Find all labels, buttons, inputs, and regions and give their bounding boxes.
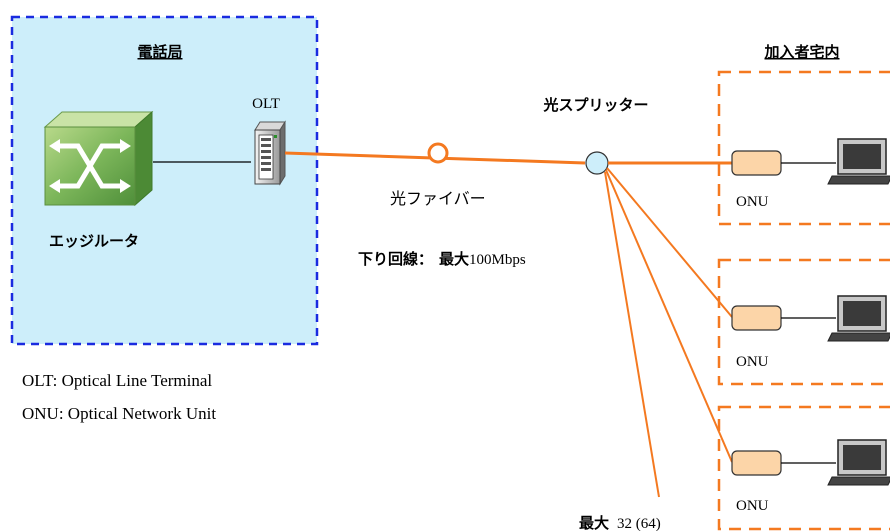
subscriber-home-3: ONU: [717, 405, 890, 531]
downlink-text: 下り回線： 最大100Mbps: [358, 250, 526, 268]
onu-label: ONU: [736, 354, 769, 370]
split-value: 32 (64): [617, 516, 661, 531]
subscriber-home-1: ONU: [717, 70, 890, 226]
onu-icon: [731, 150, 782, 176]
laptop-icon: [827, 439, 890, 486]
laptop-icon: [827, 138, 890, 185]
legend-onu: ONU: Optical Network Unit: [22, 404, 216, 423]
splitter-label: 光スプリッター: [542, 96, 648, 114]
router-label: エッジルータ: [49, 232, 139, 250]
onu-icon: [731, 450, 782, 476]
onu-label: ONU: [736, 498, 769, 514]
olt-icon: [254, 120, 286, 186]
office-title: 電話局: [137, 43, 182, 61]
downlink-prefix: 下り回線：: [358, 250, 433, 268]
olt-label: OLT: [252, 96, 280, 112]
onu-label: ONU: [736, 194, 769, 210]
split-count: 最大 32 (64): [579, 514, 661, 531]
legend-olt: OLT: Optical Line Terminal: [22, 371, 212, 390]
split-fibers: [604, 161, 733, 498]
fiber-coil-icon: [427, 142, 449, 164]
downlink-max: 最大: [439, 250, 469, 268]
subscriber-home-2: ONU: [717, 258, 890, 386]
downlink-value: 100Mbps: [469, 252, 526, 268]
home-title: 加入者宅内: [763, 43, 839, 61]
laptop-icon: [827, 295, 890, 342]
fiber-label: 光ファイバー: [390, 189, 486, 208]
router-icon: [43, 110, 154, 207]
onu-icon: [731, 305, 782, 331]
split-max: 最大: [579, 514, 609, 531]
splitter-icon: [585, 151, 609, 175]
